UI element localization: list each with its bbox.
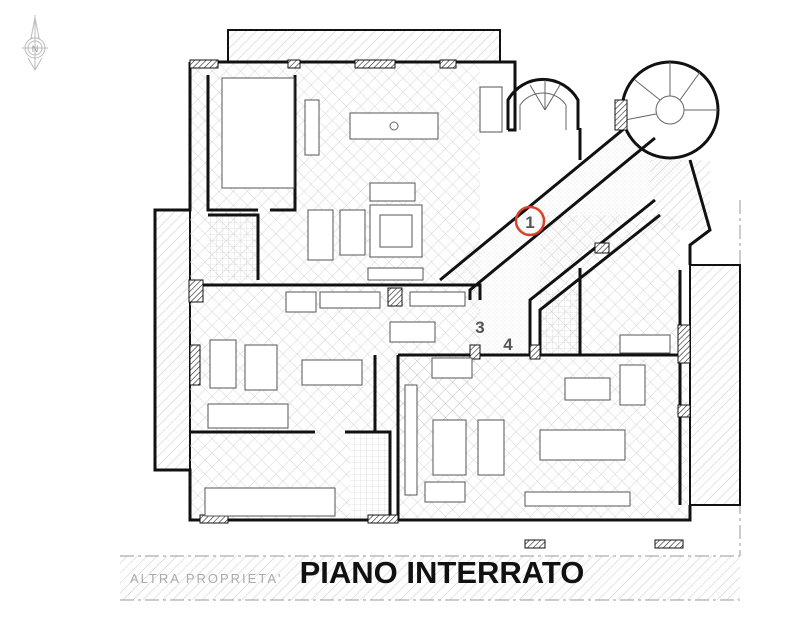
unit-label-1: 1 <box>525 213 534 232</box>
unit-label-3: 3 <box>475 318 484 337</box>
furniture <box>204 77 671 517</box>
unit-1-highlight-circle <box>514 205 546 237</box>
compass-letter: N <box>32 44 39 54</box>
neighbor-property-strip: ALTRA PROPRIETA' <box>120 200 741 601</box>
walls <box>153 60 712 522</box>
small-staircase <box>506 77 580 130</box>
plan-title: PIANO INTERRATO <box>300 555 585 590</box>
neighbor-label: ALTRA PROPRIETA' <box>130 571 282 586</box>
terraces <box>154 29 741 506</box>
window-hatches <box>188 59 691 549</box>
unit-label-4: 4 <box>503 335 513 354</box>
north-compass-icon: N <box>22 15 48 71</box>
spiral-staircase <box>620 60 720 160</box>
